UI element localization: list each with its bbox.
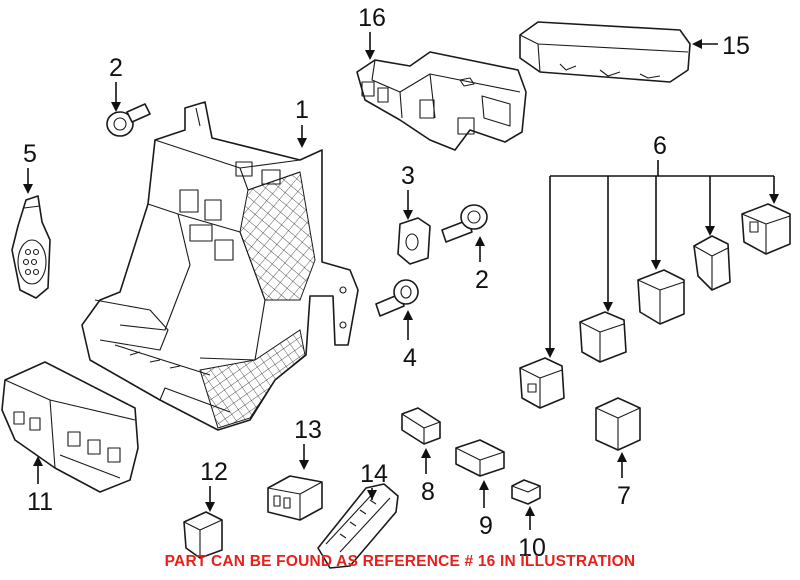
part-2-bolt-lower — [441, 204, 488, 243]
callout-2-lower: 2 — [475, 266, 489, 294]
part-3-clip-nut — [397, 217, 431, 265]
callout-5: 5 — [23, 140, 37, 168]
callout-13: 13 — [294, 416, 322, 444]
part-7-relay — [595, 397, 641, 451]
callout-15: 15 — [722, 32, 750, 60]
part-11-connector-block — [1, 361, 139, 493]
part-9-connector — [455, 439, 505, 477]
part-14-fuse-strip — [317, 483, 399, 569]
part-6-relays — [519, 203, 791, 409]
part-10-fuse — [511, 479, 541, 505]
callout-14: 14 — [360, 460, 388, 488]
callout-8: 8 — [421, 478, 435, 506]
callout-16: 16 — [358, 4, 386, 32]
callout-4: 4 — [403, 344, 417, 372]
part-15-module — [519, 21, 691, 83]
leader-lines — [23, 32, 779, 530]
part-8-clip — [401, 407, 441, 445]
reference-notice: PART CAN BE FOUND AS REFERENCE # 16 IN I… — [164, 553, 636, 570]
callout-12: 12 — [200, 458, 228, 486]
callout-1: 1 — [295, 96, 309, 124]
part-4-bolt — [375, 279, 419, 317]
part-2-bolt-upper — [106, 103, 151, 137]
callout-10: 10 — [518, 534, 546, 562]
part-5-sensor — [11, 195, 51, 299]
callout-11: 11 — [27, 488, 53, 516]
part-1-fuse-box-housing — [81, 101, 359, 431]
part-16-control-module — [356, 51, 527, 151]
callout-numbers: 1 2 2 3 4 5 6 7 8 9 10 11 12 13 14 15 16 — [23, 4, 750, 562]
callout-2-upper: 2 — [109, 54, 123, 82]
callout-9: 9 — [479, 512, 493, 540]
part-12-fuse — [183, 511, 223, 559]
callout-3: 3 — [401, 162, 415, 190]
part-13-fuse-holder — [267, 475, 323, 521]
callout-6: 6 — [653, 132, 667, 160]
callout-7: 7 — [617, 482, 631, 510]
